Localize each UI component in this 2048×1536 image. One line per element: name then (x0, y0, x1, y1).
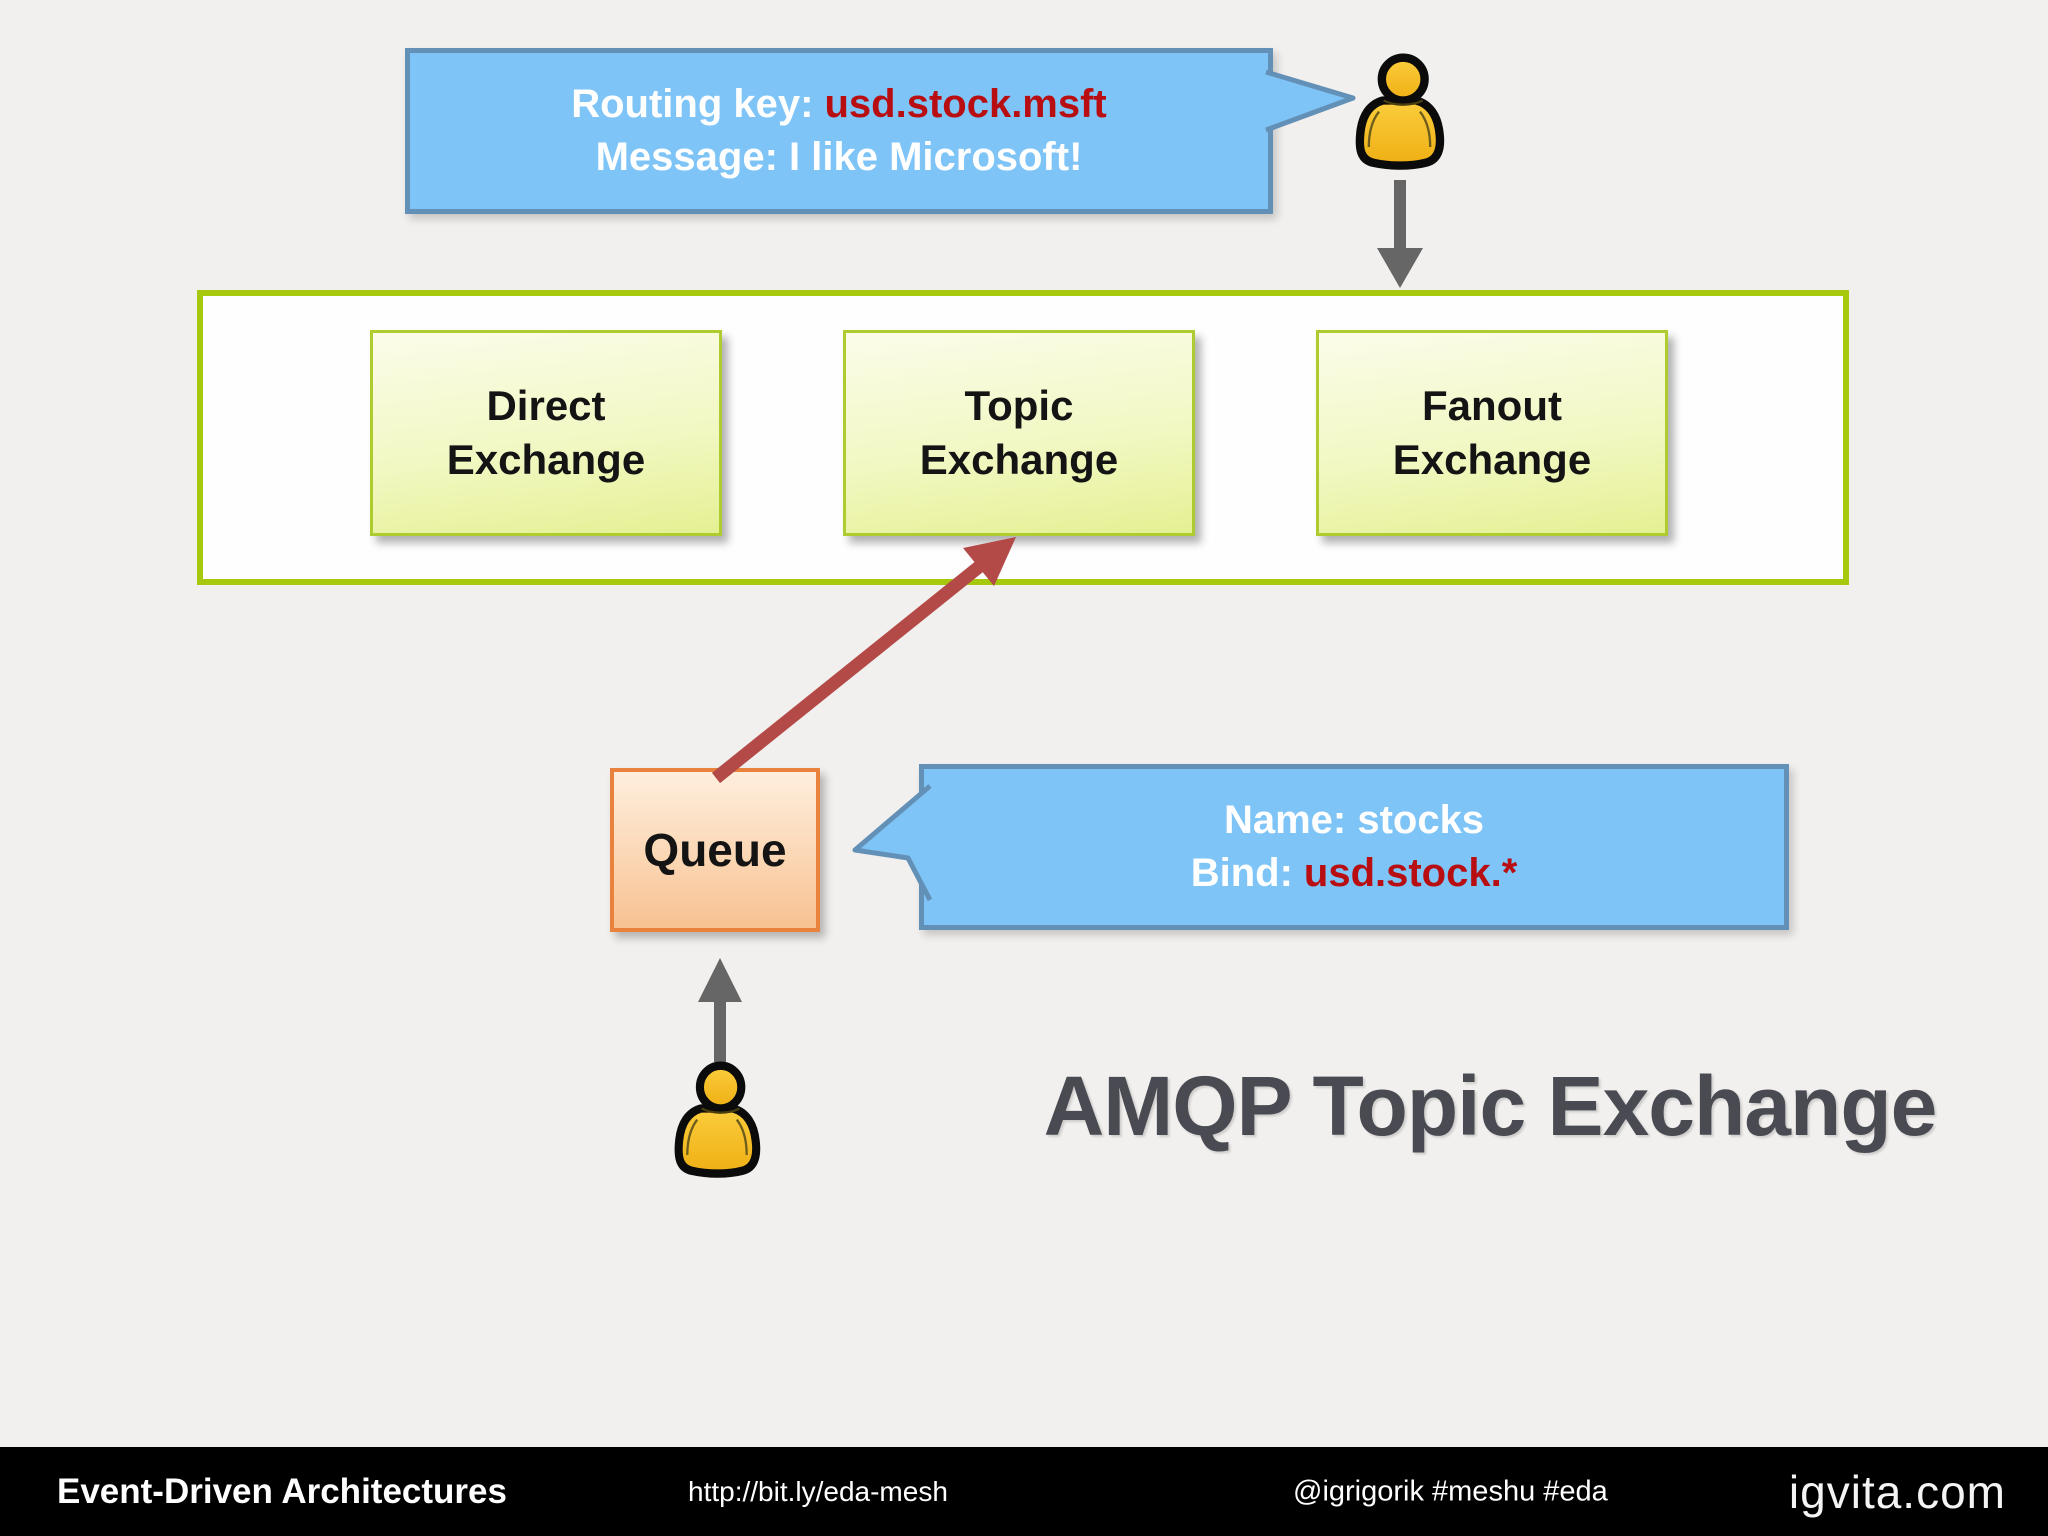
direct-exchange-label-line2: Exchange (446, 436, 646, 483)
footer-presentation-title: Event-Driven Architectures (57, 1471, 507, 1511)
publish-arrow-icon (1377, 180, 1423, 288)
direct-exchange-box: Direct Exchange (370, 330, 722, 536)
bind-label: Bind: (1190, 851, 1293, 895)
routing-key-value: usd.stock.msft (824, 82, 1107, 126)
footer-bar: Event-Driven Architectures http://bit.ly… (0, 1447, 2048, 1536)
topic-exchange-label-line2: Exchange (919, 436, 1119, 483)
message-line: Message: I like Microsoft! (595, 135, 1083, 179)
fanout-exchange-box: Fanout Exchange (1316, 330, 1668, 536)
fanout-exchange-label-line1: Fanout (1422, 382, 1562, 429)
slide-title: AMQP Topic Exchange (1043, 1059, 1938, 1153)
routing-key-line: Routing key:usd.stock.msft (571, 78, 1107, 131)
publisher-person-icon (1355, 53, 1445, 170)
consumer-person-icon (674, 1061, 761, 1178)
fanout-exchange-label-line2: Exchange (1392, 436, 1592, 483)
binding-callout: Name: stocks Bind:usd.stock.* (919, 764, 1789, 930)
queue-box: Queue (610, 768, 820, 932)
topic-exchange-label-line1: Topic (964, 382, 1074, 429)
footer-url: http://bit.ly/eda-mesh (688, 1475, 948, 1507)
routing-key-callout: Routing key:usd.stock.msft Message: I li… (405, 48, 1273, 214)
binding-bind-line: Bind:usd.stock.* (1191, 847, 1518, 900)
binding-name-line: Name: stocks (1223, 798, 1485, 842)
direct-exchange-label-line1: Direct (486, 382, 606, 429)
routing-key-label: Routing key: (571, 82, 814, 126)
footer-logo: igvita.com (1788, 1465, 2006, 1518)
routing-callout-tail-icon (1265, 69, 1356, 133)
consume-arrow-icon (698, 958, 742, 1062)
footer-social-handles: @igrigorik #meshu #eda (1293, 1475, 1608, 1507)
queue-label: Queue (643, 824, 787, 876)
topic-exchange-box: Topic Exchange (843, 330, 1195, 536)
bind-value: usd.stock.* (1303, 851, 1518, 895)
